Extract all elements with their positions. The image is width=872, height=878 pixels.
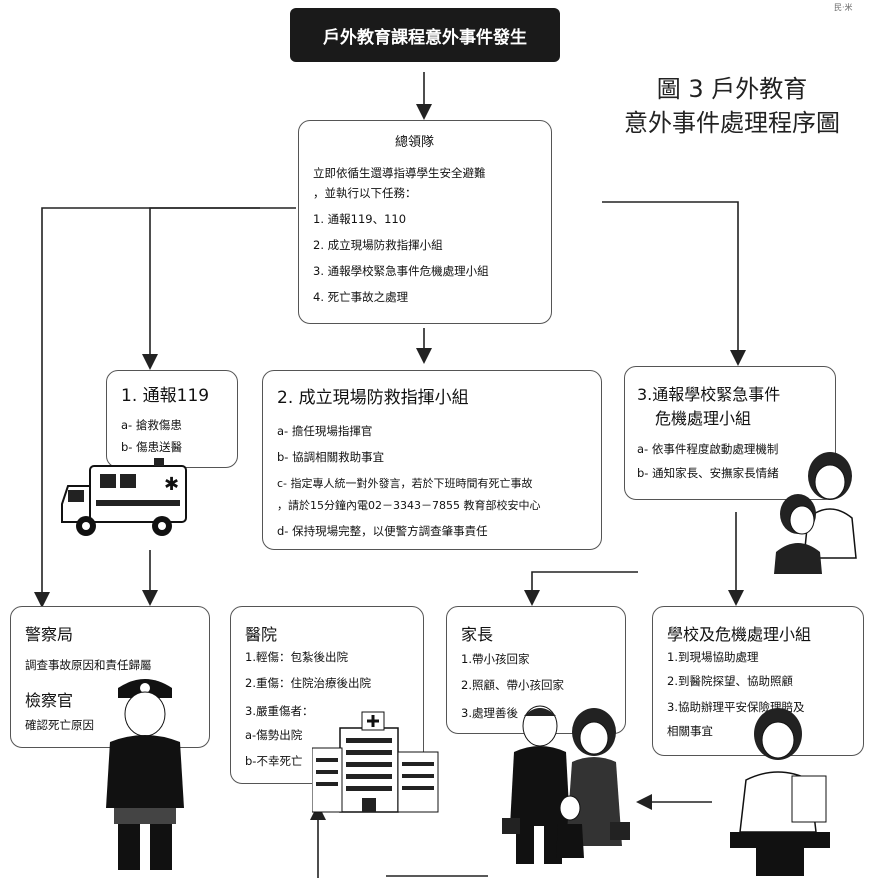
svg-text:✱: ✱ bbox=[164, 474, 179, 495]
police-box: 警察局 調查事故原因和責任歸屬 檢察官 確認死亡原因 bbox=[10, 606, 210, 748]
figure-title-line1: 圖 3 戶外教育 bbox=[656, 75, 808, 103]
prosecutor-line: 確認死亡原因 bbox=[25, 718, 94, 732]
hospital-item-1: 1.輕傷：包紮後出院 bbox=[245, 650, 348, 664]
hospital-building-illustration bbox=[312, 711, 439, 813]
command-item-d: d- 保持現場完整，以便警方調查肇事責任 bbox=[277, 524, 488, 538]
hospital-title: 醫院 bbox=[245, 625, 278, 644]
parents-title: 家長 bbox=[461, 625, 494, 644]
arrow-leader-to-police bbox=[34, 207, 260, 608]
hospital-item-2: 2.重傷：住院治療後出院 bbox=[245, 676, 371, 690]
leader-box: 總領隊 立即依循生還導指導學生安全避難 ，並執行以下任務： 1. 通報119、1… bbox=[298, 120, 552, 324]
event-title-box: 戶外教育課程意外事件發生 bbox=[290, 8, 560, 62]
leader-item-1: 1. 通報119、110 bbox=[313, 212, 407, 226]
school-team-item-2: 2.到醫院探望、協助照顧 bbox=[667, 674, 793, 688]
figure-title-line2: 意外事件處理程序圖 bbox=[624, 109, 840, 137]
parents-item-2: 2.照顧、帶小孩回家 bbox=[461, 678, 564, 692]
command-item-c-cont: ，請於15分鐘內電02－3343－7855 教育部校安中心 bbox=[277, 499, 541, 512]
school-notify-title-2: 危機處理小組 bbox=[655, 409, 752, 428]
parents-item-1: 1.帶小孩回家 bbox=[461, 652, 530, 666]
leader-item-3: 3. 通報學校緊急事件危機處理小組 bbox=[313, 264, 489, 278]
police-line1: 調查事故原因和責任歸屬 bbox=[25, 658, 152, 672]
command-box: 2. 成立現場防救指揮小組 a- 擔任現場指揮官 b- 協調相關救助事宜 c- … bbox=[262, 370, 602, 550]
family-illustration bbox=[502, 705, 630, 864]
ambulance-illustration: ✱ bbox=[61, 458, 187, 536]
school-notify-item-b: b- 通知家長、安撫家長情緒 bbox=[637, 466, 779, 480]
arrow-leader-to-school bbox=[602, 201, 746, 366]
command-title: 2. 成立現場防救指揮小組 bbox=[277, 388, 469, 408]
hospital-item-3a: a-傷勢出院 bbox=[245, 728, 303, 742]
command-item-a: a- 擔任現場指揮官 bbox=[277, 424, 373, 438]
leader-line2: ，並執行以下任務： bbox=[313, 186, 417, 200]
command-item-b: b- 協調相關救助事宜 bbox=[277, 450, 385, 464]
school-notify-title-1: 3.通報學校緊急事件 bbox=[637, 385, 781, 404]
prosecutor-title: 檢察官 bbox=[25, 691, 74, 710]
school-speaker-illustration bbox=[730, 708, 830, 876]
notify-119-title: 1. 通報119 bbox=[121, 386, 210, 406]
school-team-item-1: 1.到現場協助處理 bbox=[667, 650, 759, 664]
event-title: 戶外教育課程意外事件發生 bbox=[323, 27, 527, 48]
corner-mark: 民·米 bbox=[834, 3, 853, 12]
notify-119-item-a: a- 搶救傷患 bbox=[121, 418, 182, 432]
school-team-title: 學校及危機處理小組 bbox=[667, 625, 812, 644]
police-officer-illustration bbox=[106, 679, 184, 870]
leader-line1: 立即依循生還導指導學生安全避難 bbox=[313, 166, 486, 180]
school-team-item-3-cont: 相關事宜 bbox=[667, 724, 713, 738]
notify-119-item-b: b- 傷患送醫 bbox=[121, 440, 183, 454]
hospital-item-3b: b-不幸死亡 bbox=[245, 754, 303, 768]
parents-item-3: 3.處理善後 bbox=[461, 706, 518, 720]
parents-consoling-illustration bbox=[774, 452, 857, 574]
leader-title: 總領隊 bbox=[395, 135, 435, 150]
command-item-c: c- 指定專人統一對外發言，若於下班時間有死亡事故 bbox=[277, 477, 533, 490]
arrow-command-to-parents bbox=[524, 571, 638, 606]
police-title: 警察局 bbox=[25, 625, 74, 644]
leader-item-4: 4. 死亡事故之處理 bbox=[313, 290, 409, 304]
notify-119-box: 1. 通報119 a- 搶救傷患 b- 傷患送醫 bbox=[106, 370, 238, 468]
school-notify-box: 3.通報學校緊急事件 危機處理小組 a- 依事件程度啟動處理機制 b- 通知家長… bbox=[624, 366, 836, 500]
school-notify-item-a: a- 依事件程度啟動處理機制 bbox=[637, 442, 779, 456]
leader-item-2: 2. 成立現場防救指揮小組 bbox=[313, 238, 443, 252]
figure-title: 圖 3 戶外教育 意外事件處理程序圖 bbox=[612, 72, 852, 140]
hospital-item-3: 3.嚴重傷者： bbox=[245, 704, 314, 718]
arrow-leader-to-119 bbox=[142, 207, 296, 370]
